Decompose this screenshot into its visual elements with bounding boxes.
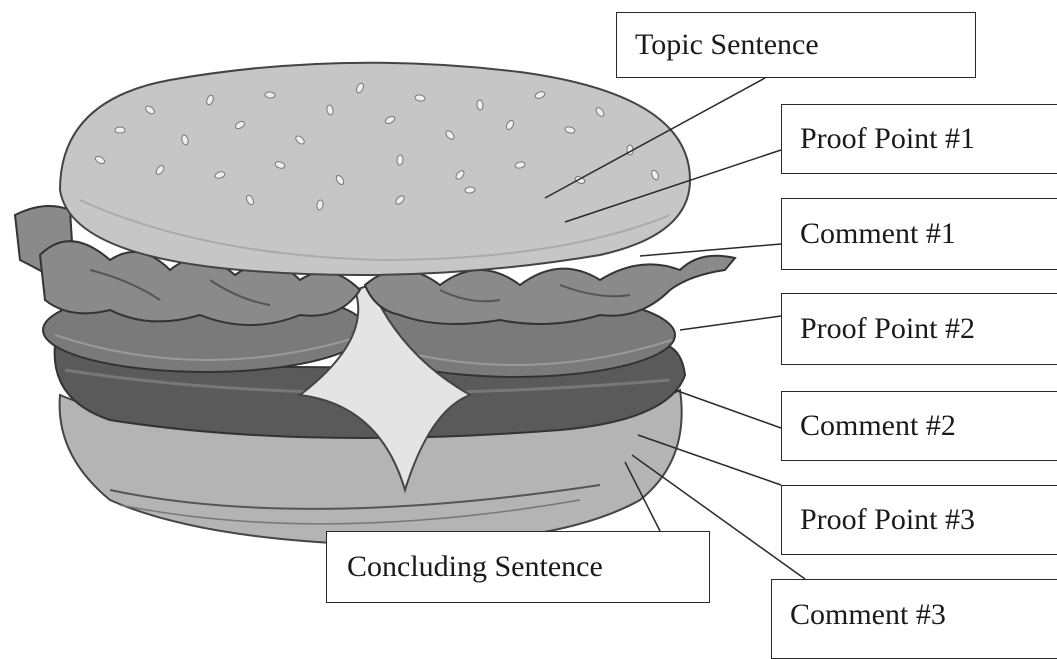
label-comment-2: Comment #2 bbox=[781, 391, 1057, 461]
label-topic-sentence: Topic Sentence bbox=[616, 12, 976, 78]
label-proof-point-2: Proof Point #2 bbox=[781, 293, 1057, 365]
label-proof-point-3: Proof Point #3 bbox=[781, 485, 1057, 555]
sesame-seed bbox=[115, 127, 125, 133]
label-comment-3: Comment #3 bbox=[771, 579, 1057, 659]
label-concluding-sentence: Concluding Sentence bbox=[326, 531, 710, 603]
leader-line-comment-1 bbox=[640, 244, 781, 256]
leader-line-proof-point-2 bbox=[680, 316, 781, 330]
label-proof-point-1: Proof Point #1 bbox=[781, 104, 1057, 174]
label-comment-1: Comment #1 bbox=[781, 198, 1057, 270]
top-bun bbox=[60, 63, 690, 275]
sesame-seed bbox=[397, 155, 404, 165]
sesame-seed bbox=[265, 92, 275, 99]
leader-line-comment-2 bbox=[675, 390, 781, 428]
